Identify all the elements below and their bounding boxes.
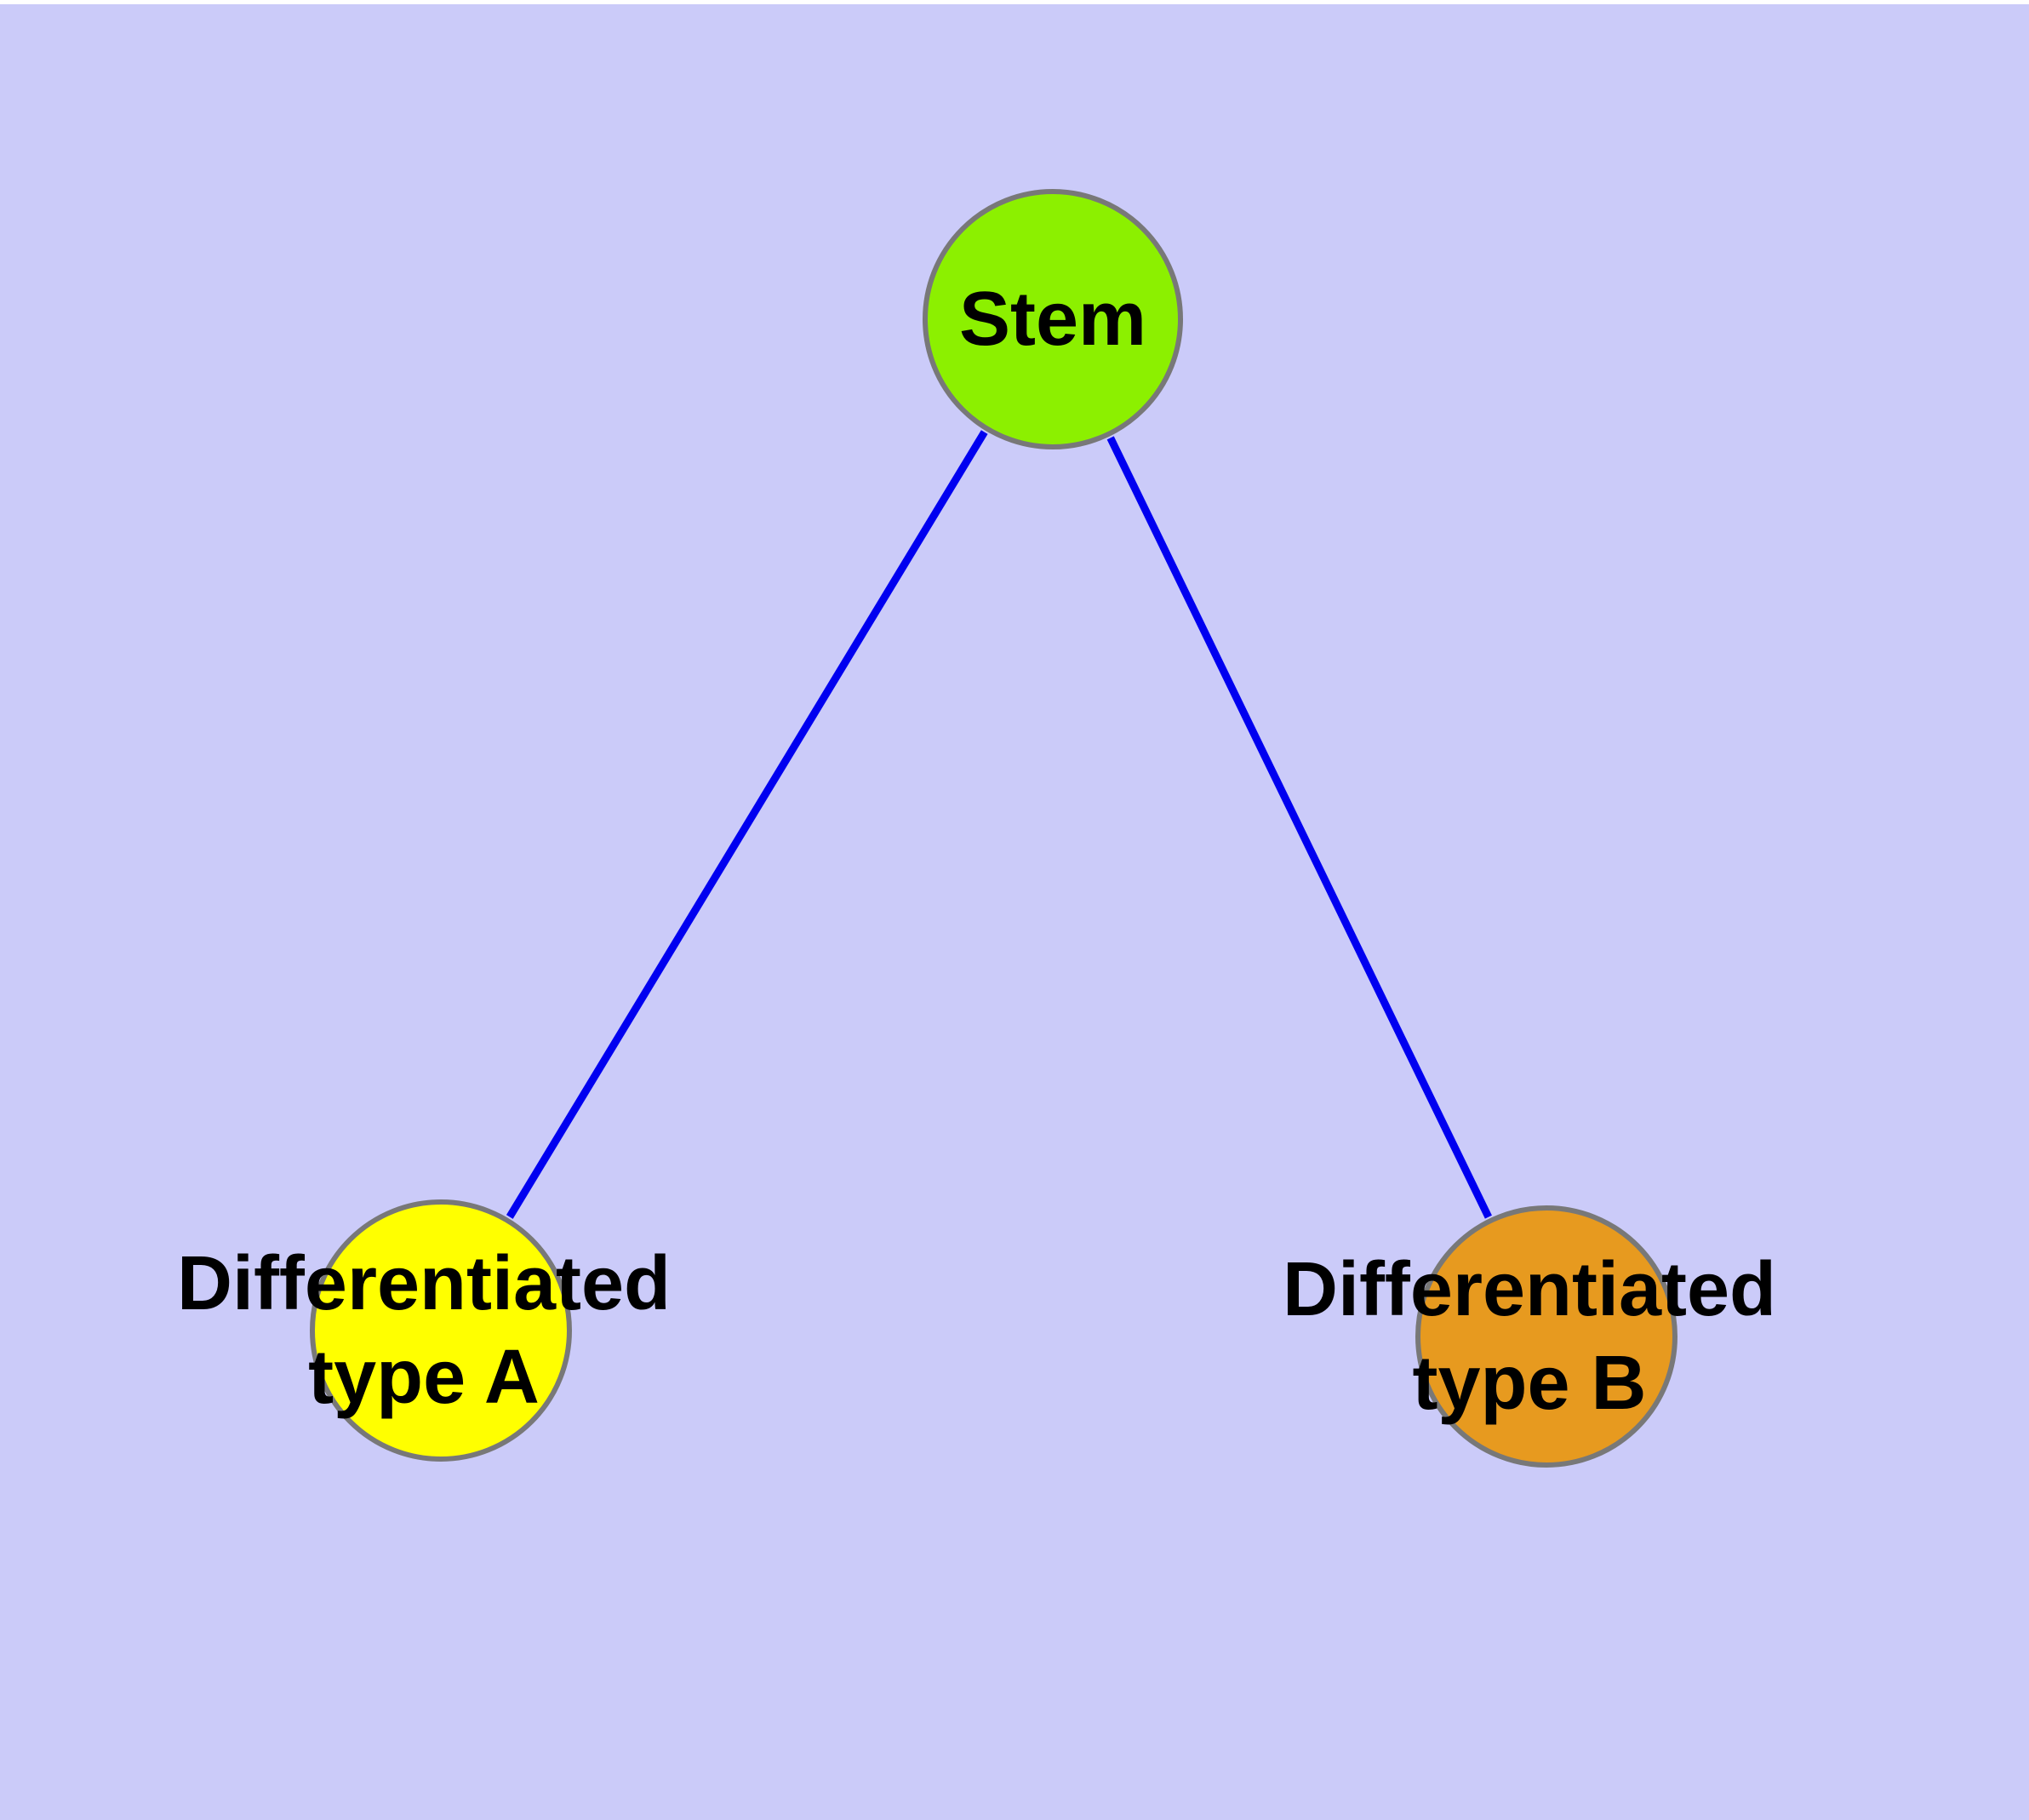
edge-stem-to-differentiated-type-b xyxy=(1106,436,1492,1219)
top-strip xyxy=(0,0,2029,4)
edge-stem-to-differentiated-type-a xyxy=(506,430,988,1219)
edge-layer xyxy=(506,430,1492,1219)
node-differentiated-type-b xyxy=(1415,1205,1677,1468)
label-stem: Stem xyxy=(959,277,1146,362)
node-differentiated-type-a xyxy=(310,1199,572,1462)
node-stem xyxy=(923,189,1183,449)
